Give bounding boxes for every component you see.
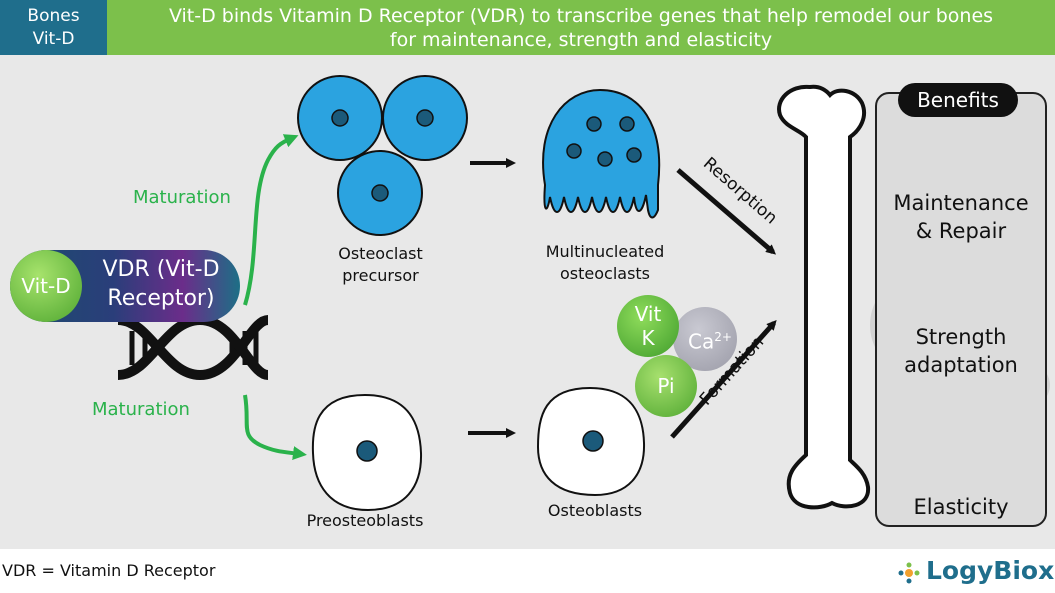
maturation-arrow-top [243,134,299,306]
footer [0,549,1055,593]
resorption-arrow [676,168,777,255]
multinucleated-line1: Multinucleated [545,242,665,261]
phosphate-ball: Pi [635,355,697,417]
vdr-label-line2: Receptor) [107,286,215,311]
preosteoblast-cell [311,393,423,512]
page-title: Vit-D binds Vitamin D Receptor (VDR) to … [107,0,1055,55]
osteoclast-precursor-label: Osteoclast precursor [313,243,448,287]
benefit-strength-line1: Strength [915,325,1007,349]
vitk-line2: K [641,326,655,350]
topic-tag: Bones Vit-D [0,0,107,55]
topic-tag-line2: Vit-D [32,28,75,49]
title-line1: Vit-D binds Vitamin D Receptor (VDR) to … [168,4,994,27]
benefit-elasticity: Elasticity [913,495,1009,519]
osteoclast-precursor-cells [297,75,468,236]
benefit-strength: Strength adaptation [877,323,1045,379]
benefit-strength-line2: adaptation [904,353,1018,377]
footnote: VDR = Vitamin D Receptor [2,561,216,580]
vitd-ball: Vit-D [10,250,82,322]
header: Bones Vit-D Vit-D binds Vitamin D Recept… [0,0,1055,55]
osteoclast-precursor-line2: precursor [342,266,419,285]
multinucleated-label: Multinucleated osteoclasts [530,241,680,285]
benefits-title: Benefits [898,83,1018,117]
maturation-arrow-bottom [243,394,307,461]
diagram-canvas: VDR (Vit-D Receptor) Vit-D Maturation Ma… [0,55,1055,549]
calcium-label: Ca [688,329,715,354]
calcium-charge: 2+ [714,329,732,344]
multinucleated-line2: osteoclasts [559,264,651,283]
formation-arrow [670,320,777,439]
osteoblast-cell [536,386,646,497]
title-line2: for maintenance, strength and elasticity [389,28,773,51]
benefit-maintenance-line1: Maintenance [893,191,1029,215]
topic-tag-line1: Bones [27,5,80,26]
benefits-panel [875,92,1047,527]
benefit-maintenance-line2: & Repair [915,219,1007,243]
osteoblasts-label: Osteoblasts [547,501,643,520]
preosteoblasts-label: Preosteoblasts [306,511,424,530]
maturation-label-top: Maturation [133,187,231,208]
brand-name: LogyBiox [926,556,1055,585]
maturation-label-bottom: Maturation [92,399,190,420]
multinucleated-osteoclast [542,88,661,219]
dna-icon [117,314,270,381]
vitamin-k-ball: Vit K [617,295,679,357]
vitk-line1: Vit [634,302,662,326]
logybiox-logo-icon [898,562,920,584]
benefit-maintenance: Maintenance & Repair [877,189,1045,245]
vdr-label-line1: VDR (Vit-D [102,257,220,282]
osteoclast-precursor-line1: Osteoclast [338,244,423,263]
vdr-label: VDR (Vit-D Receptor) [82,255,240,313]
bone-icon [777,84,871,510]
